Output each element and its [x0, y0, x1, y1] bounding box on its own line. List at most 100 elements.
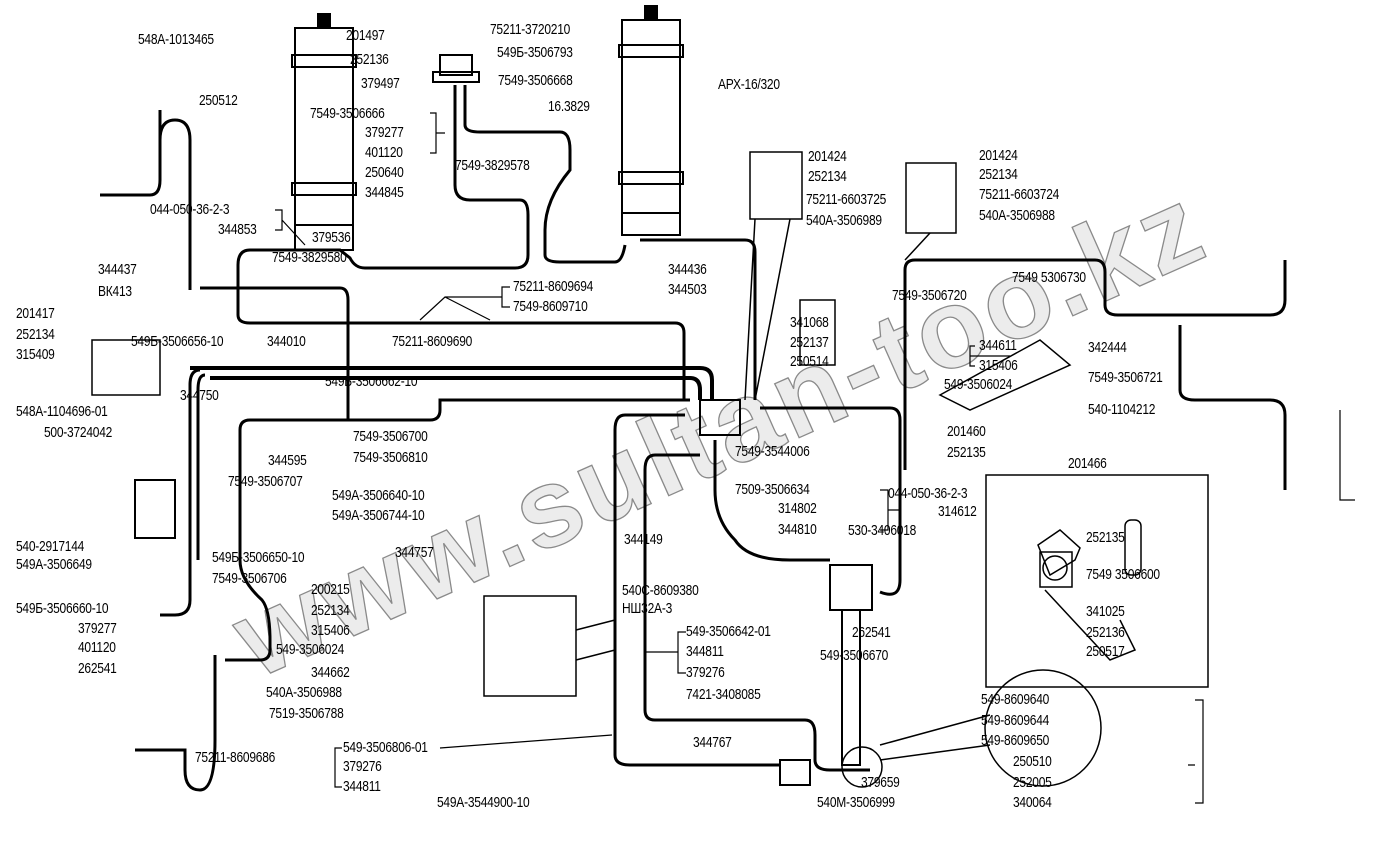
part-number-label: 7421-3408085 — [686, 686, 761, 703]
inset-boxes — [91, 151, 1209, 788]
left-tank — [291, 13, 357, 251]
pipes — [100, 85, 1287, 792]
part-number-label: 540А-3506989 — [806, 212, 882, 229]
part-number-label: 530-3406018 — [848, 522, 917, 539]
part-number-label: 401120 — [365, 144, 403, 161]
part-number-label: 344436 — [668, 261, 707, 278]
part-number-label: 549Б-3506662-10 — [325, 373, 418, 390]
part-number-label: 252134 — [808, 168, 847, 185]
part-number-label: 549А-3506640-10 — [332, 487, 425, 504]
part-number-label: 044-050-36-2-3 — [150, 201, 230, 218]
filter-540m — [779, 759, 811, 786]
part-number-label: АРХ-16/320 — [718, 76, 780, 93]
part-number-label: 262541 — [852, 624, 891, 641]
part-number-label: 252135 — [947, 444, 986, 461]
part-number-label: 549А-3506744-10 — [332, 507, 425, 524]
part-number-label: 344853 — [218, 221, 257, 238]
part-number-label: 252005 — [1013, 774, 1052, 791]
part-number-label: 7549-3506700 — [353, 428, 428, 445]
part-number-label: 75211-8609686 — [195, 749, 276, 766]
part-number-label: 344662 — [311, 664, 350, 681]
part-number-label: 7549-8609710 — [513, 298, 588, 315]
part-number-label: 7549-3506666 — [310, 105, 385, 122]
part-number-label: 200215 — [311, 581, 350, 598]
part-number-label: НШ32А-3 — [622, 600, 673, 617]
part-number-label: 252136 — [350, 51, 389, 68]
part-number-label: 341068 — [790, 314, 829, 331]
part-number-label: 7549-3506706 — [212, 570, 287, 587]
part-number-label: 315409 — [16, 346, 55, 363]
part-number-label: 344595 — [268, 452, 307, 469]
part-number-label: 252137 — [790, 334, 829, 351]
part-number-label: 341025 — [1086, 603, 1125, 620]
part-number-label: 7549-3829580 — [272, 249, 347, 266]
part-number-label: 340064 — [1013, 794, 1052, 811]
part-number-label: 344811 — [686, 643, 724, 660]
part-number-label: 75211-8609690 — [392, 333, 473, 350]
part-number-label: 540-1104212 — [1088, 401, 1156, 418]
part-number-label: 549Б-3506660-10 — [16, 600, 109, 617]
part-number-label: 549-3506806-01 — [343, 739, 428, 756]
part-number-label: 75211-8609694 — [513, 278, 594, 295]
part-number-label: 342444 — [1088, 339, 1127, 356]
part-number-label: 7549-3506707 — [228, 473, 303, 490]
part-number-label: 344845 — [365, 184, 404, 201]
part-number-label: 262541 — [78, 660, 117, 677]
pump-nsh32a-3 — [829, 564, 873, 611]
part-number-label: 549-3506642-01 — [686, 623, 771, 640]
part-number-label: 549А-3506649 — [16, 556, 92, 573]
part-number-label: 549-3506670 — [820, 647, 889, 664]
part-number-label: 549Б-3506793 — [497, 44, 573, 61]
cylinder-block — [134, 479, 176, 539]
part-number-label: 401120 — [78, 639, 116, 656]
part-number-label: 344437 — [98, 261, 137, 278]
leader-brackets — [275, 112, 1355, 804]
part-number-label: 344767 — [693, 734, 732, 751]
part-number-label: 549-8609640 — [981, 691, 1050, 708]
part-number-label: 379276 — [686, 664, 725, 681]
part-number-label: 379659 — [861, 774, 900, 791]
part-number-label: 540С-8609380 — [622, 582, 699, 599]
part-number-label: 344010 — [267, 333, 306, 350]
part-number-label: 7549-3506720 — [892, 287, 967, 304]
part-number-label: 250640 — [365, 164, 404, 181]
part-number-label: 344811 — [343, 778, 381, 795]
part-number-label: 548А-1104696-01 — [16, 403, 108, 420]
part-number-label: 16.3829 — [548, 98, 590, 115]
part-number-label: 344149 — [624, 531, 663, 548]
part-number-label: 7549-3506810 — [353, 449, 428, 466]
part-number-label: 252135 — [1086, 529, 1125, 546]
part-number-label: 252136 — [1086, 624, 1125, 641]
part-number-label: ВК413 — [98, 283, 132, 300]
part-number-label: 7549-3506668 — [498, 72, 573, 89]
part-number-label: 252134 — [979, 166, 1018, 183]
part-number-label: 315406 — [979, 357, 1018, 374]
right-tank-arx-16-320 — [618, 5, 684, 236]
part-number-label: 549Б-3506650-10 — [212, 549, 305, 566]
part-number-label: 549-3506024 — [944, 376, 1013, 393]
valve-block — [699, 399, 741, 436]
part-number-label: 344503 — [668, 281, 707, 298]
part-number-label: 379536 — [312, 229, 351, 246]
part-number-label: 201424 — [979, 147, 1018, 164]
part-number-label: 250514 — [790, 353, 829, 370]
part-number-label: 201497 — [346, 27, 385, 44]
part-number-label: 201417 — [16, 305, 55, 322]
suction-hose — [841, 609, 861, 766]
part-number-label: 540А-3506988 — [266, 684, 342, 701]
part-number-label: 549А-3544900-10 — [437, 794, 530, 811]
part-number-label: 7549-3829578 — [455, 157, 530, 174]
part-number-label: 500-3724042 — [44, 424, 113, 441]
part-number-label: 314612 — [938, 503, 977, 520]
part-number-label: 379497 — [361, 75, 400, 92]
part-number-label: 250517 — [1086, 643, 1125, 660]
filter-head — [439, 54, 473, 76]
part-number-label: 549-3506024 — [276, 641, 345, 658]
part-number-label: 315406 — [311, 622, 350, 639]
part-number-label: 344611 — [979, 337, 1017, 354]
part-number-label: 548А-1013465 — [138, 31, 214, 48]
part-number-label: 549-8609650 — [981, 732, 1050, 749]
part-number-label: 044-050-36-2-3 — [888, 485, 968, 502]
part-number-label: 344757 — [395, 544, 434, 561]
